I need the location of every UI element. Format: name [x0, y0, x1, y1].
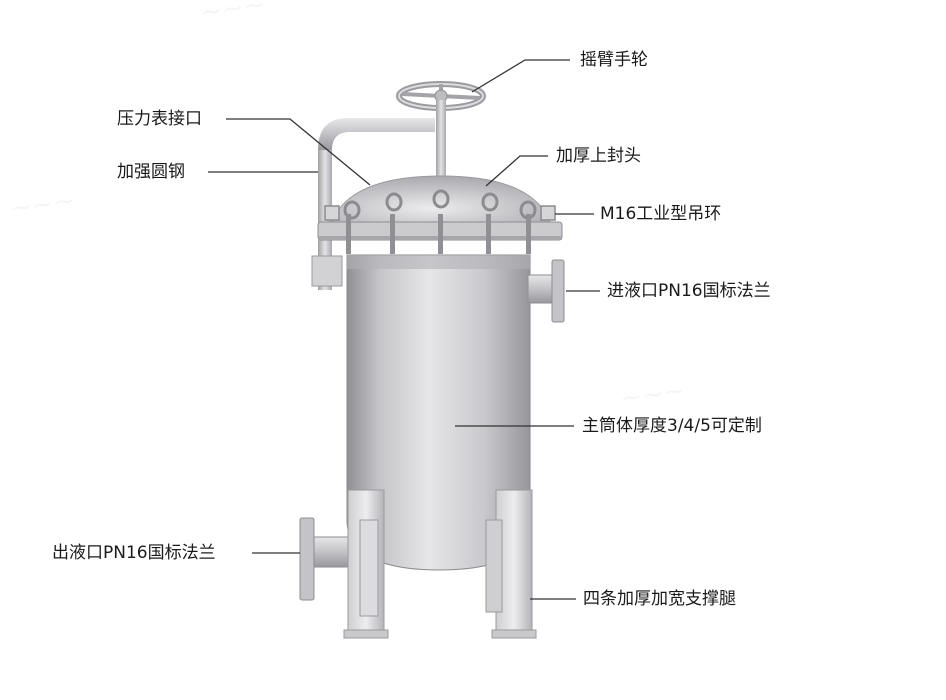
- lifting-rings: [324, 189, 556, 221]
- support-legs: [343, 489, 537, 639]
- label-top-head: 加厚上封头: [556, 146, 641, 166]
- handwheel: [396, 81, 486, 182]
- label-outlet: 出液口PN16国标法兰: [52, 543, 216, 563]
- label-handwheel: 摇臂手轮: [580, 50, 648, 70]
- label-gauge-port: 压力表接口: [117, 109, 202, 129]
- top-head: [331, 175, 551, 223]
- label-body: 主筒体厚度3/4/5可定制: [582, 416, 762, 436]
- top-flange: [317, 214, 563, 254]
- label-lifting-ring: M16工业型吊环: [600, 204, 722, 224]
- outlet-flange: [299, 517, 353, 601]
- leader-lines: [208, 59, 600, 600]
- label-reinforcing-steel: 加强圆钢: [117, 162, 185, 182]
- label-legs: 四条加厚加宽支撑腿: [583, 589, 736, 609]
- inlet-flange: [527, 259, 565, 323]
- label-inlet: 进液口PN16国标法兰: [607, 281, 771, 301]
